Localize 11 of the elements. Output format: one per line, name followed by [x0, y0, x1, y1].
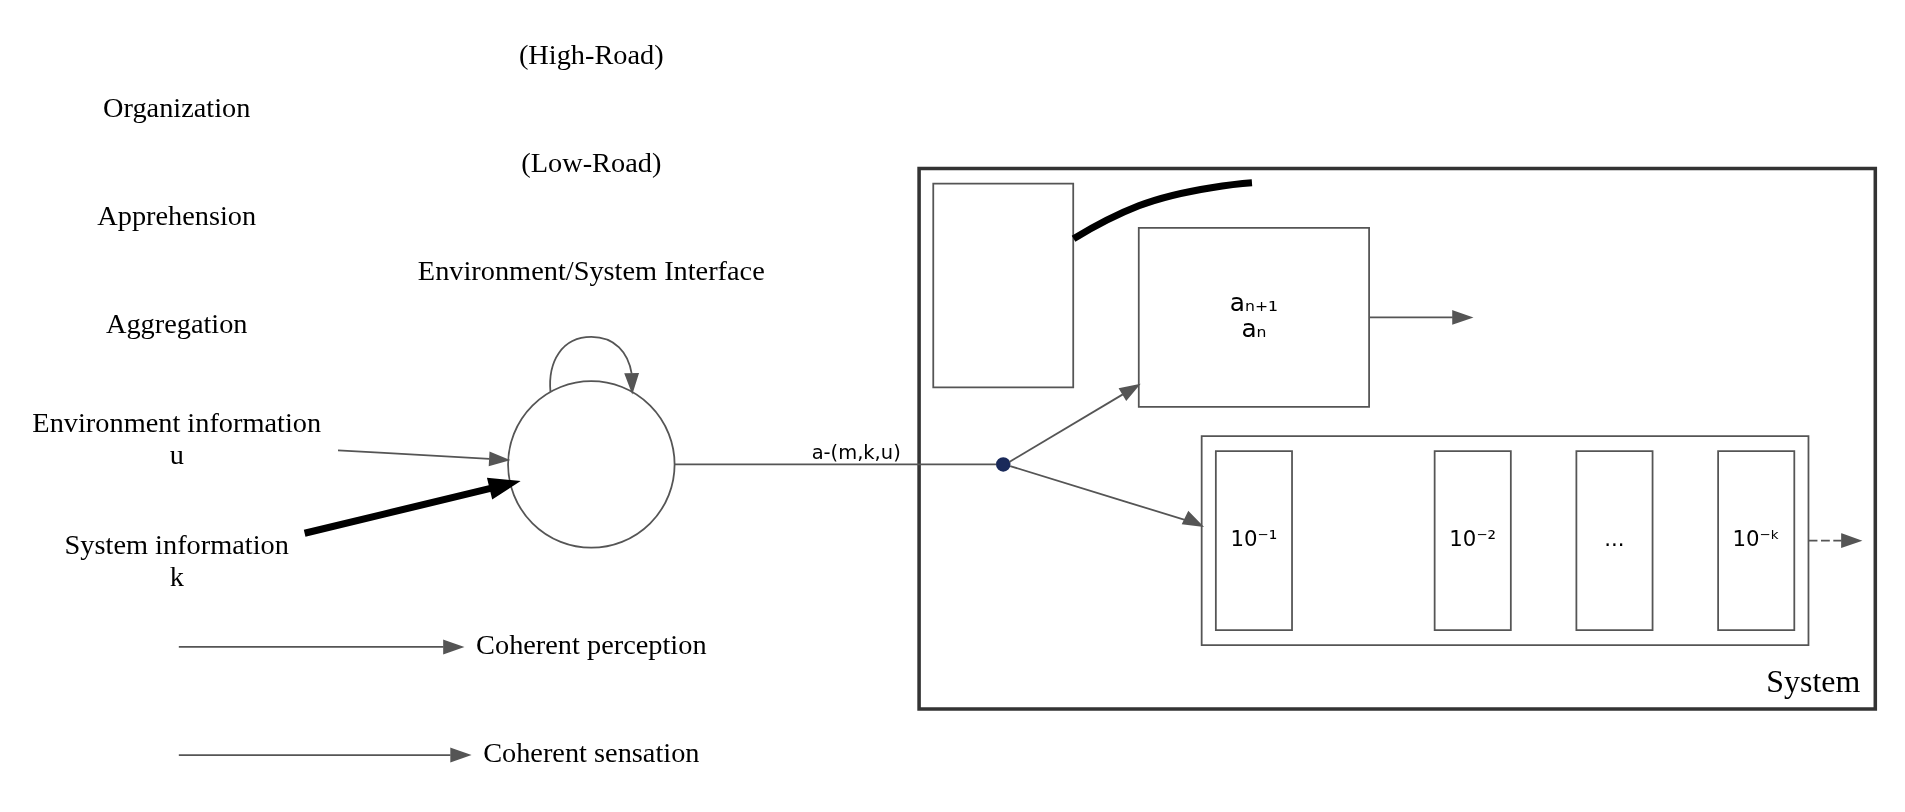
label: Environment/System Interface [417, 254, 765, 286]
label: Aggregation [105, 308, 248, 340]
label: Organization [103, 91, 251, 123]
edge-label: a-(m,k,u) [811, 440, 901, 464]
label: (High-Road) [518, 38, 664, 70]
label: (Low-Road) [521, 146, 662, 178]
node-text: Coherent sensation [483, 736, 700, 768]
node-text: Coherent perception [476, 628, 707, 660]
label: Apprehension [97, 199, 257, 231]
node-text: Environment information u [32, 407, 322, 471]
node-text: System information k [64, 529, 289, 593]
